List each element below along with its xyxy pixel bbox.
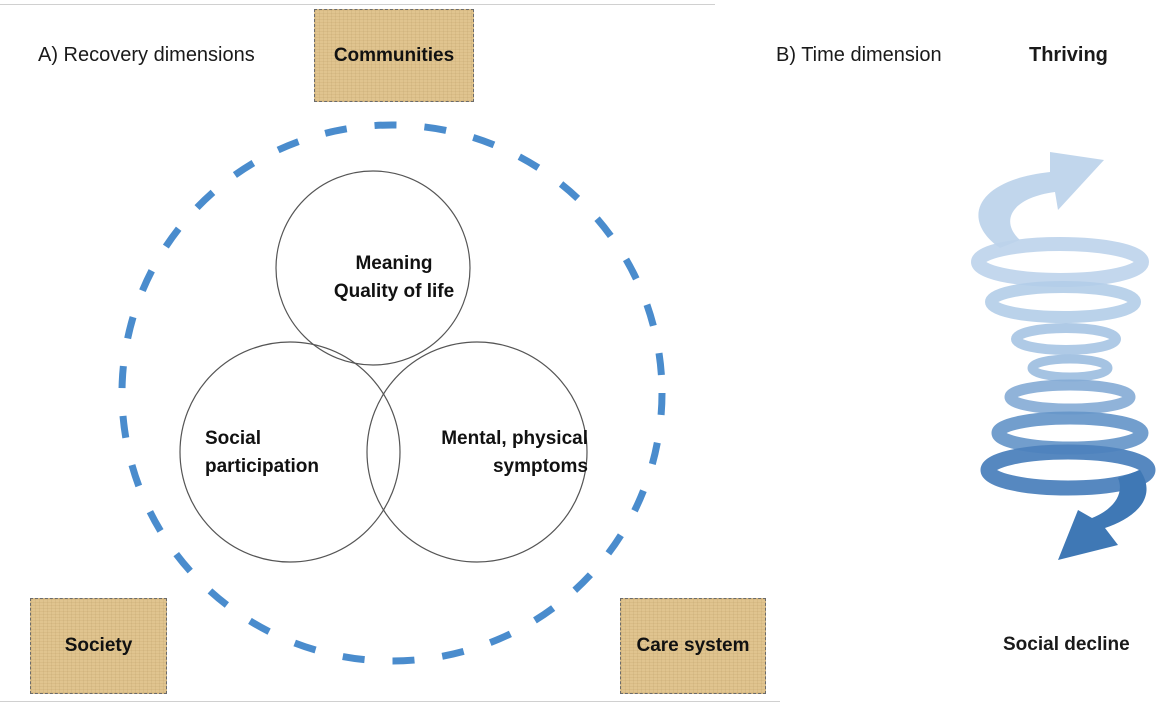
social-circle bbox=[179, 341, 401, 563]
participation-label: participation bbox=[205, 456, 319, 477]
spiral-ring-4 bbox=[1027, 354, 1113, 382]
spiral-ring-6 bbox=[991, 411, 1149, 455]
spiral-ring-2 bbox=[985, 281, 1141, 323]
top-border bbox=[0, 4, 715, 5]
care-system-box: Care system bbox=[620, 598, 766, 694]
symptoms-circle bbox=[366, 341, 588, 563]
symptoms-label: symptoms bbox=[493, 456, 588, 477]
meaning-circle bbox=[275, 170, 471, 366]
panel-a-heading: A) Recovery dimensions bbox=[38, 44, 255, 66]
society-box: Society bbox=[30, 598, 167, 694]
spiral-ring-7 bbox=[980, 444, 1156, 496]
mental-physical-label: Mental, physical bbox=[441, 428, 588, 449]
bottom-border bbox=[0, 701, 780, 702]
thriving-label: Thriving bbox=[1029, 44, 1108, 66]
spiral-ring-3 bbox=[1011, 323, 1121, 355]
social-decline-label: Social decline bbox=[1003, 634, 1130, 655]
quality-of-life-label: Quality of life bbox=[334, 281, 454, 302]
spiral-ring-5 bbox=[1004, 379, 1136, 415]
communities-box: Communities bbox=[314, 9, 474, 102]
context-dashed-ring bbox=[118, 121, 666, 665]
spiral-top-arrow bbox=[978, 152, 1104, 248]
time-spiral bbox=[971, 152, 1156, 560]
spiral-bottom-arrow bbox=[1058, 470, 1147, 560]
spiral-ring-1 bbox=[971, 237, 1149, 287]
panel-b-heading: B) Time dimension bbox=[776, 44, 942, 66]
meaning-label: Meaning bbox=[355, 253, 432, 274]
social-label: Social bbox=[205, 428, 261, 449]
